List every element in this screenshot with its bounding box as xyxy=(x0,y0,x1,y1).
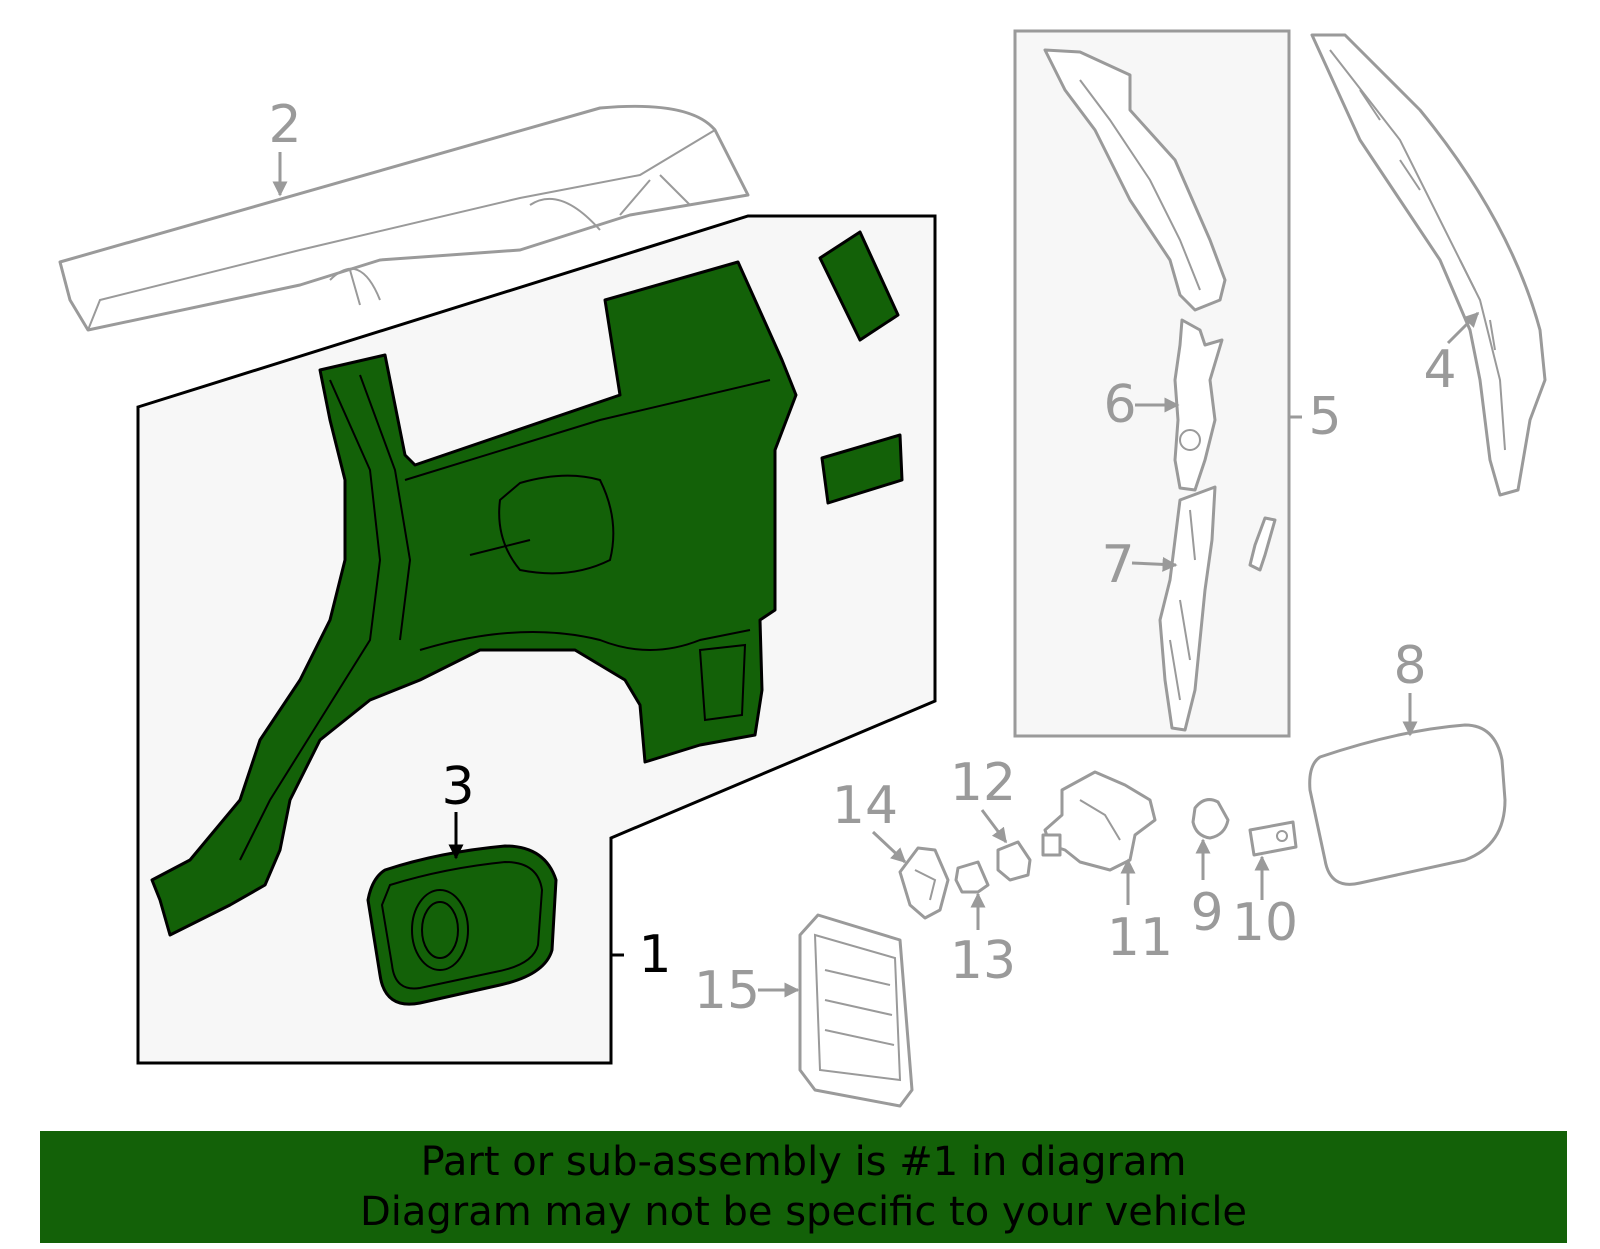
leader-7 xyxy=(1131,556,1178,572)
callout-3: 3 xyxy=(441,757,474,817)
stopper-part-13 xyxy=(954,860,990,894)
callout-10: 10 xyxy=(1232,893,1298,953)
bumper-part-12 xyxy=(996,840,1032,882)
patch-panel-upper xyxy=(818,230,900,342)
vent-part-15 xyxy=(798,913,914,1108)
fuel-housing-part-3 xyxy=(366,844,558,1006)
leader-14 xyxy=(871,830,907,864)
quarter-panel-part-1 xyxy=(150,260,798,937)
info-banner: Part or sub-assembly is #1 in diagram Di… xyxy=(40,1131,1567,1243)
callout-8: 8 xyxy=(1393,636,1426,696)
clip-part-10 xyxy=(1248,820,1298,857)
bracket-part-6 xyxy=(1173,318,1224,492)
leader-4 xyxy=(1446,311,1480,345)
callout-1: 1 xyxy=(638,925,671,985)
callout-6: 6 xyxy=(1103,375,1136,435)
leader-12 xyxy=(980,809,1008,844)
callout-11: 11 xyxy=(1107,908,1173,968)
fuel-door-part-8 xyxy=(1308,723,1507,886)
patch-panel-lower xyxy=(820,433,904,505)
callout-13: 13 xyxy=(950,931,1016,991)
callout-7: 7 xyxy=(1101,535,1134,595)
grommet-part-9 xyxy=(1191,798,1230,840)
callout-5: 5 xyxy=(1308,387,1341,447)
callout-9: 9 xyxy=(1190,883,1223,943)
callout-14: 14 xyxy=(832,776,898,836)
callout-12: 12 xyxy=(950,753,1016,813)
callout-4: 4 xyxy=(1423,340,1456,400)
bracket-part-7 xyxy=(1158,485,1217,732)
pillar-bracket-upper xyxy=(1043,48,1227,312)
roof-rail-part-2 xyxy=(58,104,750,332)
callout-15: 15 xyxy=(694,961,760,1021)
banner-line-1: Part or sub-assembly is #1 in diagram xyxy=(420,1139,1187,1185)
clip-small xyxy=(1248,516,1277,572)
callout-2: 2 xyxy=(268,95,301,155)
actuator-part-11 xyxy=(1041,770,1157,872)
pillar-reinforcement-part-4 xyxy=(1310,33,1547,497)
banner-line-2: Diagram may not be specific to your vehi… xyxy=(359,1189,1248,1235)
bracket-part-14 xyxy=(898,846,950,920)
